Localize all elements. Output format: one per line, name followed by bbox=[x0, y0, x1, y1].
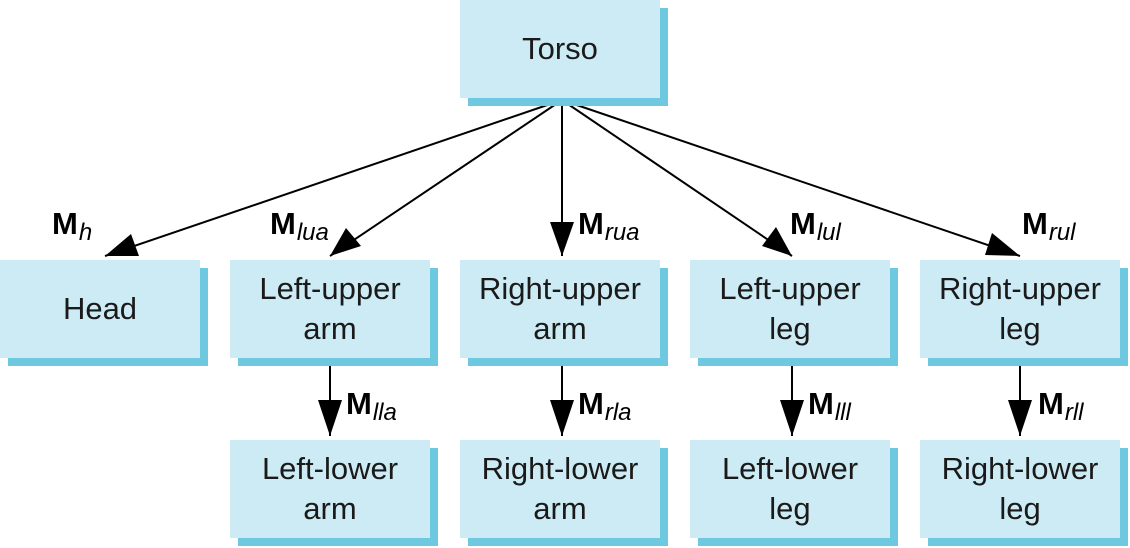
label-m-lla-symbol: M bbox=[346, 386, 372, 421]
label-m-lll-symbol: M bbox=[808, 386, 834, 421]
label-m-lll: Mlll bbox=[808, 386, 851, 425]
node-left-upper-arm: Left-upper arm bbox=[230, 260, 430, 358]
label-m-rla: Mrla bbox=[578, 386, 632, 425]
arrowhead-right-upper-arm bbox=[550, 222, 574, 256]
label-m-rll: Mrll bbox=[1038, 386, 1083, 425]
arrowhead-right-lower-leg bbox=[1008, 400, 1032, 436]
label-m-lll-subscript: lll bbox=[834, 399, 851, 426]
label-m-rll-subscript: rll bbox=[1064, 399, 1084, 426]
arrowhead-left-lower-arm bbox=[318, 400, 342, 436]
node-right-upper-leg: Right-upper leg bbox=[920, 260, 1120, 358]
label-m-rul-subscript: rul bbox=[1048, 219, 1076, 246]
node-right-lower-arm: Right-lower arm bbox=[460, 440, 660, 538]
edge-torso-head bbox=[104, 99, 563, 257]
arrowhead-right-upper-leg bbox=[985, 233, 1020, 256]
label-m-rla-symbol: M bbox=[578, 386, 604, 421]
label-m-lla-subscript: lla bbox=[372, 399, 397, 426]
arrowhead-left-upper-leg bbox=[762, 227, 792, 256]
label-m-h-symbol: M bbox=[52, 206, 78, 241]
label-m-lla: Mlla bbox=[346, 386, 397, 425]
node-left-lower-arm: Left-lower arm bbox=[230, 440, 430, 538]
label-m-rua-subscript: rua bbox=[604, 219, 640, 246]
node-torso: Torso bbox=[460, 0, 660, 98]
label-m-rua-symbol: M bbox=[578, 206, 604, 241]
label-m-h: Mh bbox=[52, 206, 92, 245]
label-m-rll-symbol: M bbox=[1038, 386, 1064, 421]
node-right-upper-arm: Right-upper arm bbox=[460, 260, 660, 358]
edge-torso-right-upper-leg bbox=[561, 99, 1021, 257]
node-head: Head bbox=[0, 260, 200, 358]
arrowhead-right-lower-arm bbox=[550, 400, 574, 436]
label-m-lua-symbol: M bbox=[270, 206, 296, 241]
label-m-rul-symbol: M bbox=[1022, 206, 1048, 241]
edge-torso-left-upper-leg bbox=[561, 99, 793, 257]
node-left-lower-leg: Left-lower leg bbox=[690, 440, 890, 538]
edge-torso-left-upper-arm bbox=[329, 99, 563, 257]
label-m-rul: Mrul bbox=[1022, 206, 1076, 245]
arrowhead-head bbox=[105, 234, 139, 256]
label-m-lul-subscript: lul bbox=[816, 219, 841, 246]
arrowhead-left-lower-leg bbox=[780, 400, 804, 436]
label-m-lua: Mlua bbox=[270, 206, 329, 245]
label-m-lul-symbol: M bbox=[790, 206, 816, 241]
label-m-lua-subscript: lua bbox=[296, 219, 329, 246]
node-left-upper-leg: Left-upper leg bbox=[690, 260, 890, 358]
label-m-lul: Mlul bbox=[790, 206, 841, 245]
arrowhead-left-upper-arm bbox=[330, 228, 361, 256]
label-m-rla-subscript: rla bbox=[604, 399, 632, 426]
node-right-lower-leg: Right-lower leg bbox=[920, 440, 1120, 538]
label-m-h-subscript: h bbox=[78, 219, 93, 246]
label-m-rua: Mrua bbox=[578, 206, 640, 245]
